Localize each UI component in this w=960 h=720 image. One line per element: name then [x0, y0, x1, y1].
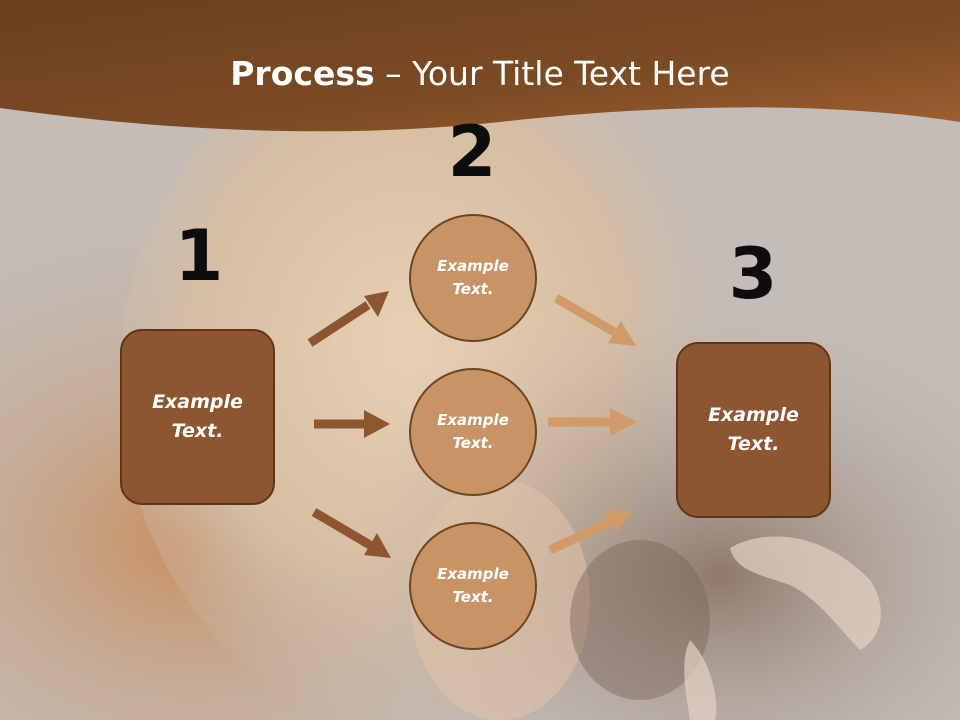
step-2-circle-middle: Example Text.	[409, 368, 537, 496]
arrow-1-to-middle	[314, 410, 390, 438]
circle-top-label: Example Text.	[437, 257, 509, 298]
arrow-1-to-bottom	[311, 508, 391, 558]
arrow-bottom-to-3	[548, 510, 632, 555]
step-2-circle-top: Example Text.	[409, 214, 537, 342]
page-title: Process – Your Title Text Here	[0, 52, 960, 96]
step-3-label: Example Text.	[708, 404, 799, 455]
circle-middle-label: Example Text.	[437, 411, 509, 452]
step-number-1: 1	[174, 215, 224, 297]
title-rest: – Your Title Text Here	[374, 54, 730, 93]
title-bold: Process	[230, 54, 375, 93]
header-banner	[0, 0, 960, 132]
step-1-box: Example Text.	[120, 329, 275, 505]
step-2-circle-bottom: Example Text.	[409, 522, 537, 650]
circle-bottom-label: Example Text.	[437, 565, 509, 606]
step-1-label: Example Text.	[152, 391, 243, 442]
arrow-top-to-3	[553, 294, 636, 346]
step-3-box: Example Text.	[676, 342, 831, 518]
step-number-3: 3	[728, 233, 778, 315]
step-number-2: 2	[447, 111, 497, 193]
arrow-middle-to-3	[548, 408, 637, 436]
arrow-1-to-top	[307, 291, 389, 347]
